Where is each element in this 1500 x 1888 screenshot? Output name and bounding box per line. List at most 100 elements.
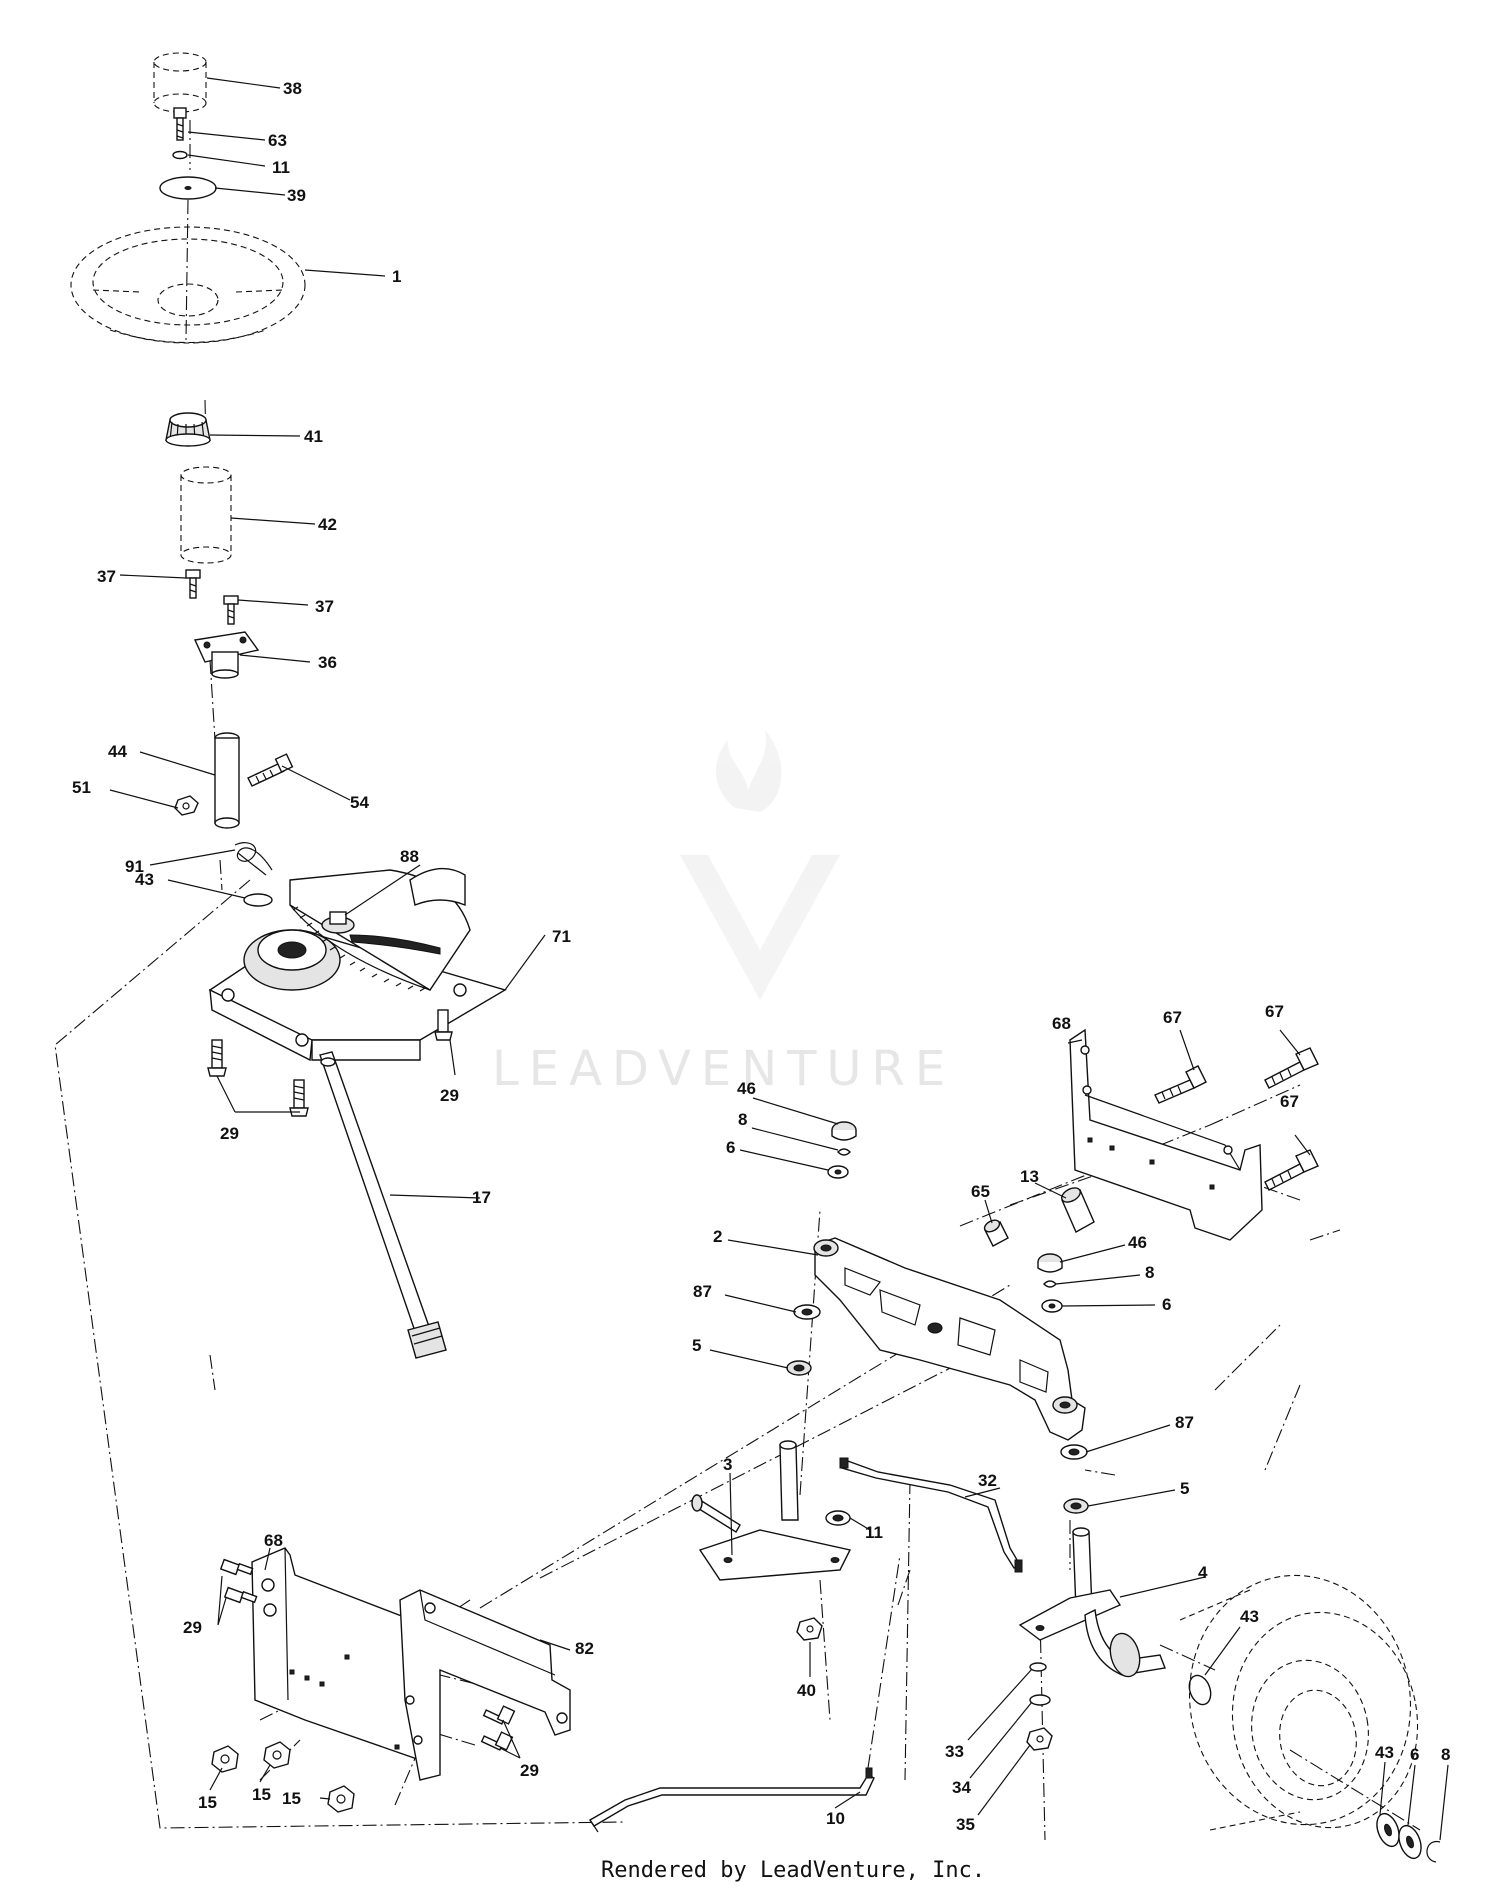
washer-11-lower (825, 1510, 851, 1526)
shaft-44 (214, 732, 240, 829)
callout-37-right: 37 (315, 597, 334, 616)
screw-29-mid (289, 1079, 309, 1117)
screw-29-lower-1 (482, 1705, 516, 1725)
screw-29-upper-1 (219, 1558, 254, 1576)
callout-67-3: 67 (1280, 1092, 1299, 1111)
callout-67-2: 67 (1265, 1002, 1284, 1021)
callout-91: 91 (125, 857, 144, 876)
callout-6-right: 6 (1162, 1295, 1171, 1314)
leader-lines (109, 77, 1449, 1841)
screw-29-left (207, 1039, 227, 1077)
callout-13: 13 (1020, 1167, 1039, 1186)
callout-29-left: 29 (220, 1124, 239, 1143)
bushing-65 (983, 1219, 1009, 1247)
link-rod-10 (589, 1767, 875, 1833)
nut-15-1 (211, 1745, 239, 1773)
callout-1: 1 (392, 267, 401, 286)
callout-43-outer: 43 (1375, 1743, 1394, 1762)
clip-91 (234, 842, 273, 876)
clip-8-left (837, 1148, 851, 1156)
flange-36 (193, 631, 260, 679)
washer-33 (1029, 1662, 1047, 1672)
cap-46-left (831, 1121, 857, 1141)
washer-43-wheel (1188, 1674, 1212, 1706)
washer-39 (159, 176, 217, 200)
bolt-54 (247, 753, 294, 787)
callout-labels: 38 63 11 39 1 41 42 37 37 36 44 51 54 91… (72, 79, 1450, 1834)
callout-11-top: 11 (272, 158, 290, 177)
callout-33: 33 (945, 1742, 964, 1761)
callout-17: 17 (472, 1188, 491, 1207)
callout-46-right: 46 (1128, 1233, 1147, 1252)
callout-15-2: 15 (252, 1785, 271, 1804)
mount-bracket-82 (399, 1589, 571, 1781)
drag-link-32 (839, 1457, 1023, 1573)
callout-37-left: 37 (97, 567, 116, 586)
nut-15-2 (263, 1741, 291, 1769)
bolt-67-2 (1264, 1047, 1319, 1089)
callout-44: 44 (108, 742, 127, 761)
cap-38 (153, 52, 207, 113)
screw-29-lower-2 (480, 1731, 514, 1751)
adapter-41 (165, 412, 211, 447)
callout-8-outer: 8 (1441, 1745, 1450, 1764)
steering-axis (185, 120, 223, 891)
callout-43-wheel: 43 (1240, 1607, 1259, 1626)
nut-40 (796, 1617, 823, 1641)
credit-text: Rendered by LeadVenture, Inc. (601, 1858, 985, 1883)
bolt-37-right (223, 595, 239, 625)
callout-87-right: 87 (1175, 1413, 1194, 1432)
steering-shaft-17 (319, 1051, 447, 1359)
callout-10: 10 (826, 1809, 845, 1828)
bolt-67-3 (1264, 1149, 1319, 1191)
callout-6-left: 6 (726, 1138, 735, 1157)
pivot-bracket-68 (1069, 1028, 1263, 1241)
callout-15-1: 15 (198, 1793, 217, 1812)
nut-15-3 (327, 1785, 355, 1813)
mount-bracket-68 (251, 1547, 426, 1761)
callout-6-outer: 6 (1410, 1745, 1419, 1764)
callout-82: 82 (575, 1639, 594, 1658)
callout-67-1: 67 (1163, 1008, 1182, 1027)
washer-43-upper (243, 893, 273, 907)
callout-34: 34 (952, 1778, 971, 1797)
steering-gear-71 (208, 867, 507, 1062)
washer-6-outer (1398, 1824, 1422, 1860)
callout-32: 32 (978, 1471, 997, 1490)
callout-4: 4 (1198, 1563, 1208, 1582)
clip-8-outer (1426, 1841, 1441, 1863)
callout-39: 39 (287, 186, 306, 205)
spindle-3 (691, 1440, 852, 1581)
callout-11-lower: 11 (865, 1523, 883, 1542)
callout-42: 42 (318, 515, 337, 534)
steering-wheel-1 (70, 226, 306, 344)
callout-2: 2 (713, 1227, 722, 1246)
callout-43-upper: 43 (135, 870, 154, 889)
callout-68-top: 68 (1052, 1014, 1071, 1033)
callout-87-left: 87 (693, 1282, 712, 1301)
bolt-63 (173, 107, 187, 141)
spacer-5-right (1063, 1498, 1089, 1514)
washer-6-left (827, 1165, 849, 1179)
washer-43-outer (1376, 1812, 1400, 1848)
callout-40: 40 (797, 1681, 816, 1700)
spindle-4 (1018, 1527, 1166, 1678)
tube-42 (180, 466, 232, 564)
callout-68-bottom: 68 (264, 1531, 283, 1550)
callout-3: 3 (723, 1455, 732, 1474)
bushing-87-left (793, 1304, 821, 1320)
spacer-13 (1061, 1187, 1095, 1233)
callout-71: 71 (552, 927, 571, 946)
callout-63: 63 (268, 131, 287, 150)
callout-29-lower: 29 (520, 1761, 539, 1780)
callout-8-left: 8 (738, 1110, 747, 1129)
lock-washer-11 (172, 150, 188, 160)
watermark-logo (680, 730, 840, 1000)
callout-51: 51 (72, 778, 91, 797)
nut-35 (1026, 1727, 1053, 1751)
callout-8-right: 8 (1145, 1263, 1154, 1282)
nut-51 (174, 795, 199, 816)
callout-36: 36 (318, 653, 337, 672)
callout-65: 65 (971, 1182, 990, 1201)
